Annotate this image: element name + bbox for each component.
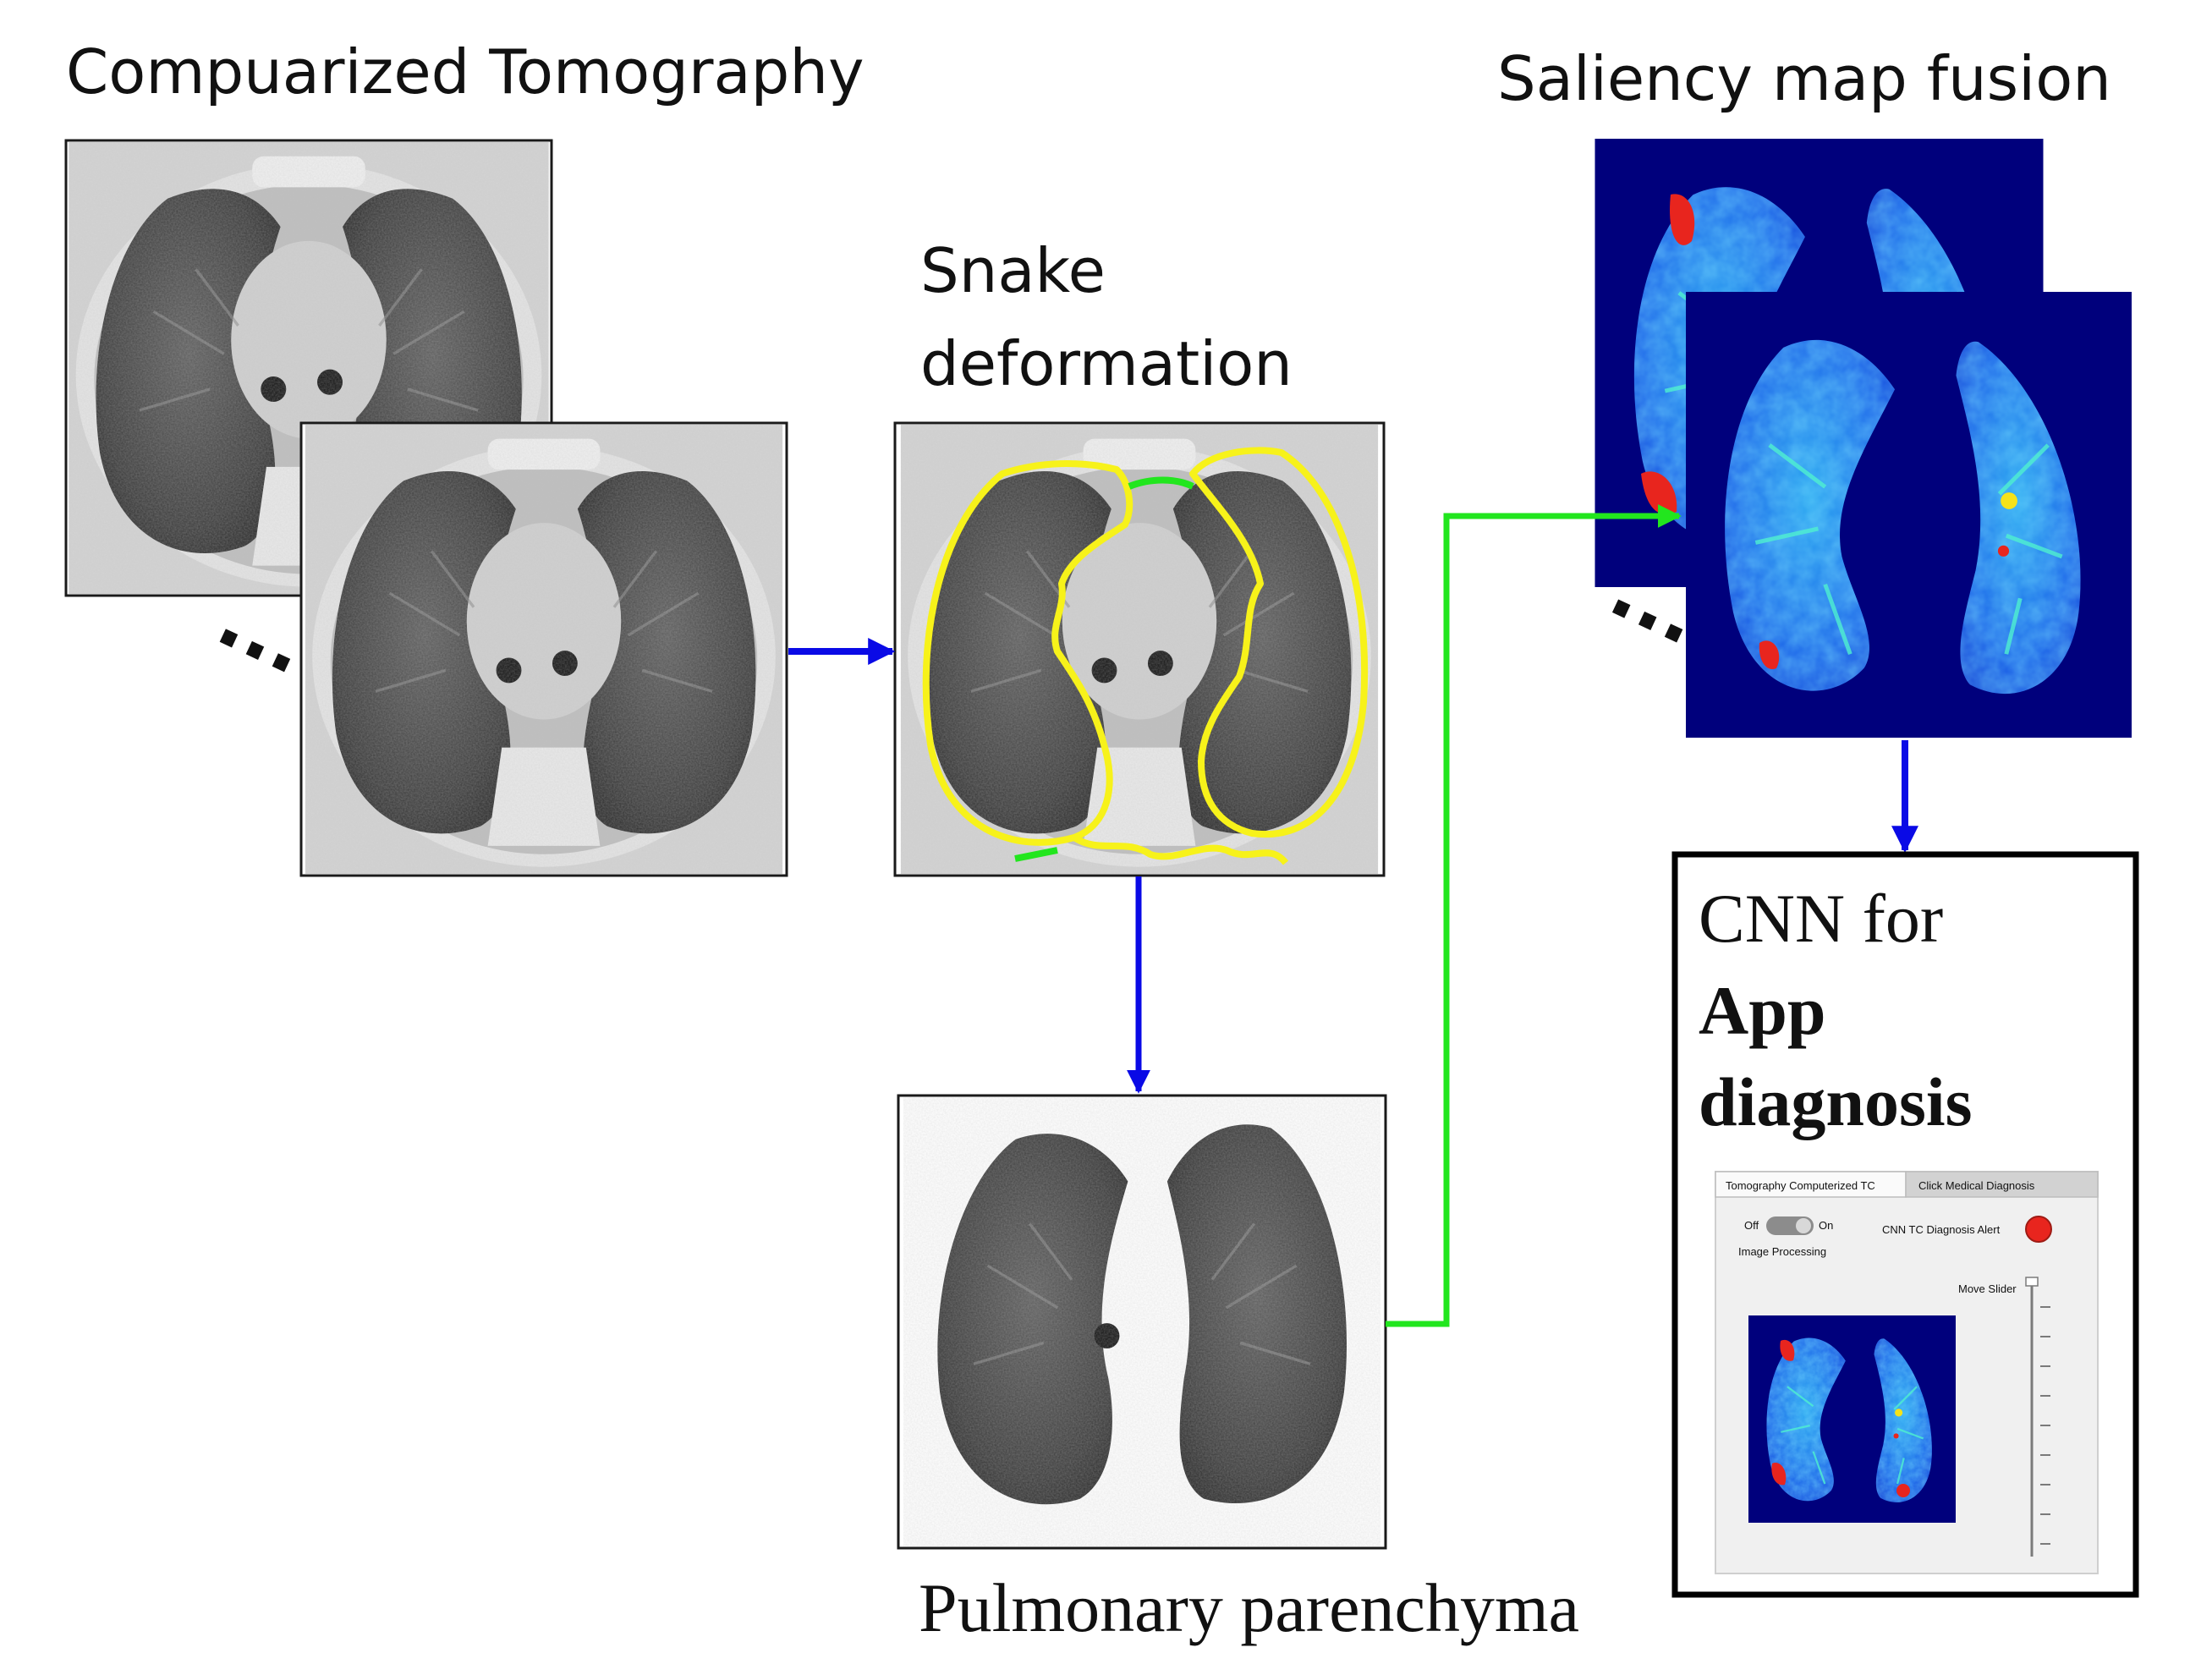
- pulmonary-parenchyma-image: [897, 1094, 1387, 1550]
- cnn-app-panel: CNN for App diagnosis Tomography Compute…: [1671, 851, 2139, 1598]
- flow-arrows: [788, 504, 1918, 1327]
- snake-title-line1: Snake: [920, 235, 1106, 306]
- ct-scan-icon: [903, 1097, 1380, 1546]
- snake-contour: [922, 447, 1369, 865]
- cnn-title-line2: App: [1699, 972, 1825, 1049]
- arrow-parenchyma-to-saliency: [1386, 504, 1682, 1327]
- move-slider[interactable]: [2025, 1277, 2050, 1557]
- tab-tomography-label: Tomography Computerized TC: [1726, 1179, 1875, 1192]
- ct-title: Compuarized Tomography: [66, 36, 864, 107]
- saliency-map-back: [1595, 139, 2044, 587]
- tab-diagnosis[interactable]: [1905, 1171, 2099, 1198]
- switch-caption: Image Processing: [1738, 1245, 1826, 1258]
- ct-slice-front: [299, 421, 788, 877]
- slider-thumb[interactable]: [2025, 1277, 2039, 1287]
- saliency-title: Saliency map fusion: [1497, 43, 2111, 114]
- switch-off-label: Off: [1744, 1219, 1759, 1232]
- cnn-title-line1: CNN for: [1699, 880, 1943, 957]
- switch-on-label: On: [1819, 1219, 1833, 1232]
- snake-title-line2: deformation: [920, 328, 1293, 399]
- app-window: Tomography Computerized TC Click Medical…: [1715, 1171, 2099, 1574]
- cnn-title-line3: diagnosis: [1699, 1063, 1973, 1140]
- tab-tomography[interactable]: [1715, 1171, 1907, 1198]
- diagnosis-alert-label: CNN TC Diagnosis Alert: [1882, 1223, 2001, 1236]
- tab-diagnosis-label: Click Medical Diagnosis: [1918, 1179, 2035, 1192]
- image-processing-switch[interactable]: [1766, 1216, 1814, 1235]
- snake-deformation-image: [893, 421, 1386, 877]
- slider-label: Move Slider: [1958, 1282, 2017, 1295]
- ct-scan-icon: [305, 425, 782, 874]
- alert-lamp-icon: [2025, 1216, 2052, 1243]
- saliency-map-front: [1686, 292, 2132, 738]
- saliency-map-icon: [1748, 1315, 1956, 1523]
- ct-scan-icon: [901, 425, 1378, 874]
- saliency-map-icon: [1686, 292, 2132, 738]
- app-saliency-preview: [1748, 1315, 1956, 1523]
- parenchyma-title: Pulmonary parenchyma: [919, 1569, 1579, 1646]
